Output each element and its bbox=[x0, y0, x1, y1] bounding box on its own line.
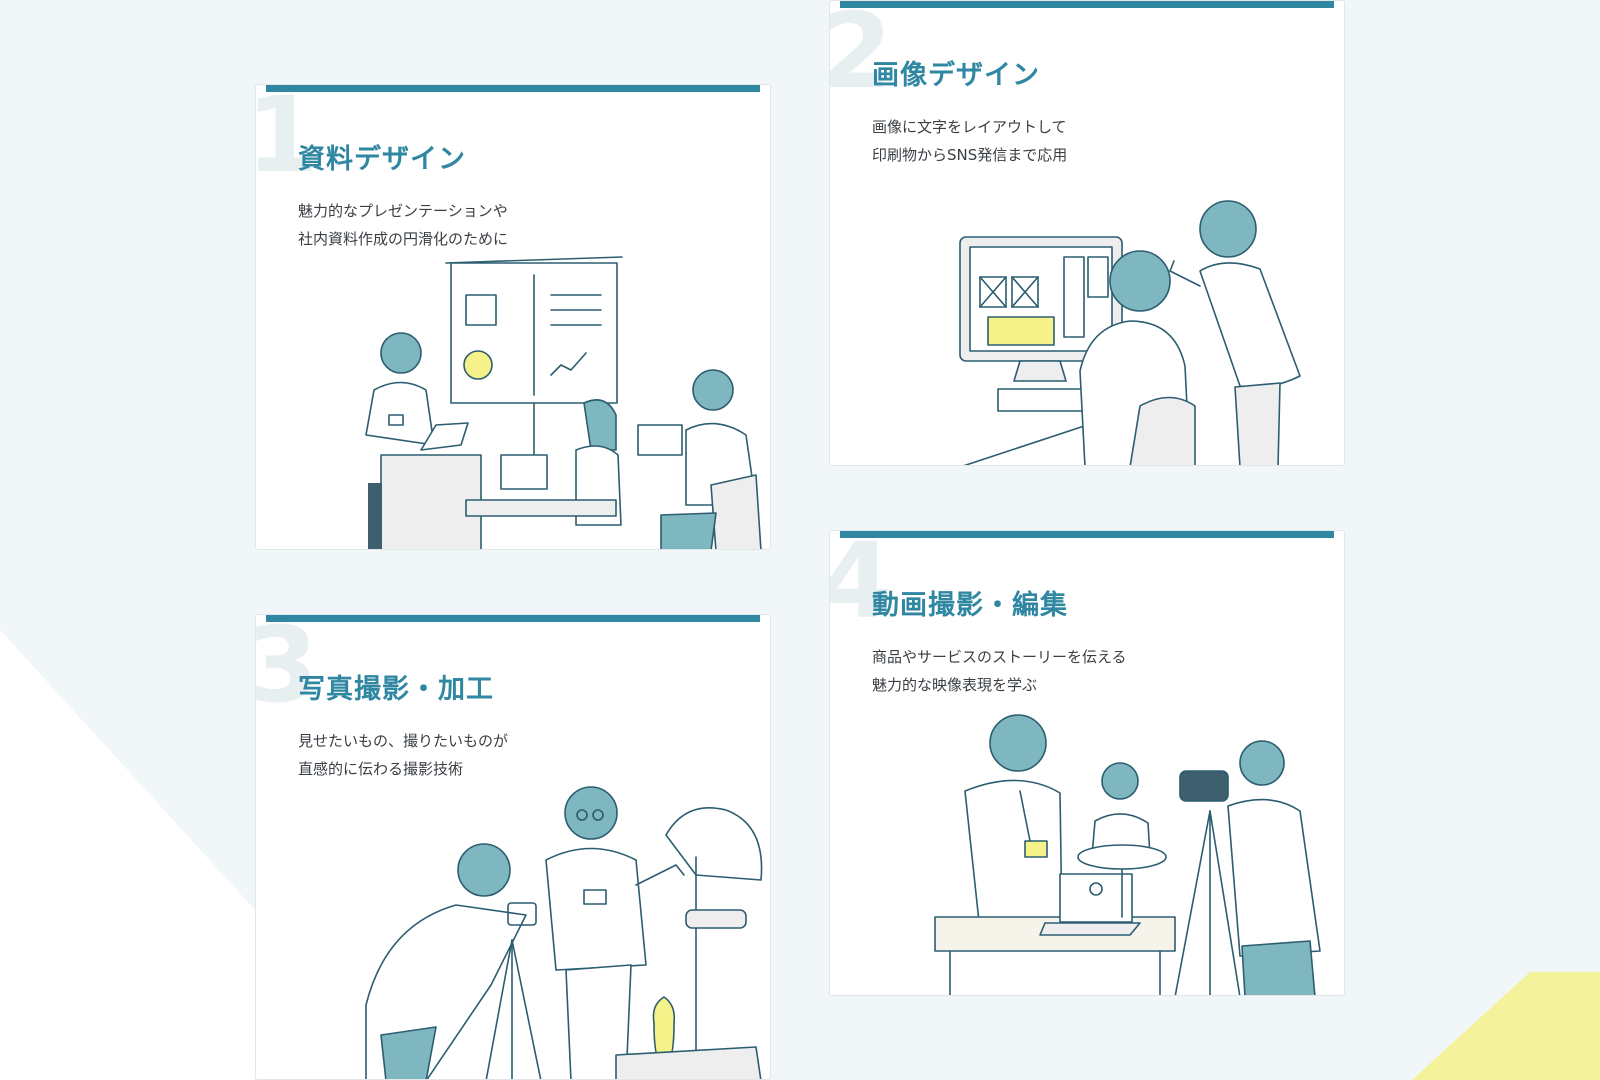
card-accent-bar bbox=[840, 1, 1334, 8]
card-title: 写真撮影・加工 bbox=[298, 674, 494, 705]
card-description-line: 見せたいもの、撮りたいものが bbox=[298, 732, 509, 750]
card-number: 2 bbox=[830, 1, 892, 103]
card-description-line: 画像に文字をレイアウトして bbox=[872, 118, 1067, 136]
card-title: 画像デザイン bbox=[872, 60, 1040, 91]
image-design-computer-illustration bbox=[959, 200, 1301, 465]
card-description: 商品やサービスのストーリーを伝える 魅力的な映像表現を学ぶ bbox=[872, 643, 1127, 699]
card-description: 見せたいもの、撮りたいものが 直感的に伝わる撮影技術 bbox=[298, 727, 508, 783]
card-accent-bar bbox=[840, 531, 1334, 538]
card-accent-bar bbox=[266, 85, 760, 92]
card-accent-bar bbox=[266, 615, 760, 622]
card-number: 1 bbox=[256, 85, 318, 187]
card-description-line: 直感的に伝わる撮影技術 bbox=[298, 760, 464, 778]
video-shooting-illustration bbox=[934, 714, 1321, 995]
card-number: 3 bbox=[256, 615, 318, 717]
card-description: 画像に文字をレイアウトして 印刷物からSNS発信まで応用 bbox=[872, 113, 1067, 169]
service-card-4[interactable]: 4 動画撮影・編集 商品やサービスのストーリーを伝える 魅力的な映像表現を学ぶ bbox=[829, 530, 1345, 996]
service-card-1[interactable]: 1 資料デザイン 魅力的なプレゼンテーションや 社内資料作成の円滑化のために bbox=[255, 84, 771, 550]
service-card-3[interactable]: 3 写真撮影・加工 見せたいもの、撮りたいものが 直感的に伝わる撮影技術 bbox=[255, 614, 771, 1080]
card-description-line: 魅力的な映像表現を学ぶ bbox=[872, 676, 1038, 694]
card-number: 4 bbox=[830, 531, 892, 633]
presentation-meeting-illustration bbox=[365, 256, 762, 549]
card-title: 動画撮影・編集 bbox=[872, 590, 1068, 621]
card-description-line: 商品やサービスのストーリーを伝える bbox=[872, 648, 1127, 666]
photo-shooting-illustration bbox=[365, 786, 763, 1079]
card-description: 魅力的なプレゼンテーションや 社内資料作成の円滑化のために bbox=[298, 197, 508, 253]
card-description-line: 印刷物からSNS発信まで応用 bbox=[872, 146, 1068, 164]
card-title: 資料デザイン bbox=[298, 144, 466, 175]
card-description-line: 社内資料作成の円滑化のために bbox=[298, 230, 509, 248]
service-card-2[interactable]: 2 画像デザイン 画像に文字をレイアウトして 印刷物からSNS発信まで応用 bbox=[829, 0, 1345, 466]
card-description-line: 魅力的なプレゼンテーションや bbox=[298, 202, 508, 220]
